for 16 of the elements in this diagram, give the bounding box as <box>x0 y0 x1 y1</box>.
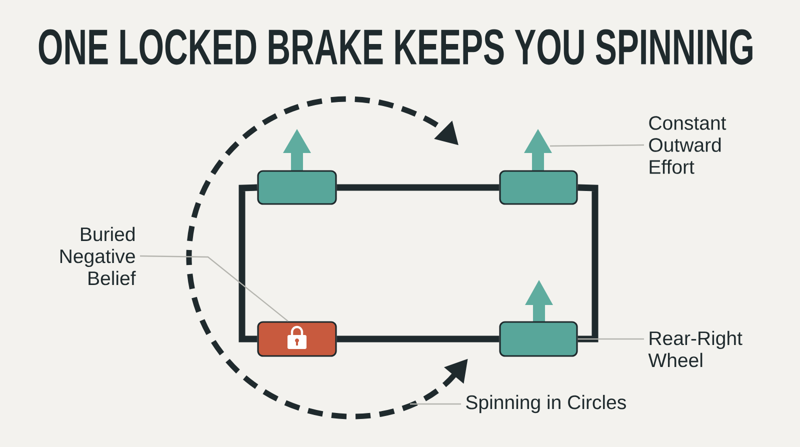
wheel-box <box>257 170 337 205</box>
leader-line <box>550 144 644 147</box>
title: ONE LOCKED BRAKE KEEPS YOU SPINNING <box>38 29 752 65</box>
callout-label: Constant Outward Effort <box>649 116 726 174</box>
leader-line <box>578 338 644 340</box>
frame-line <box>578 184 598 342</box>
callout-label: Buried Negative Belief <box>60 226 136 286</box>
frame-line <box>238 184 258 342</box>
callout-label: Spinning in Circles <box>466 394 626 414</box>
wheel-box <box>499 170 578 205</box>
leader-line <box>410 403 461 405</box>
callout-label: Rear-Right Wheel <box>648 330 742 368</box>
wheel-box <box>499 321 578 357</box>
frame-line <box>336 184 500 191</box>
leader-line <box>140 255 288 322</box>
frame-line <box>336 336 500 342</box>
